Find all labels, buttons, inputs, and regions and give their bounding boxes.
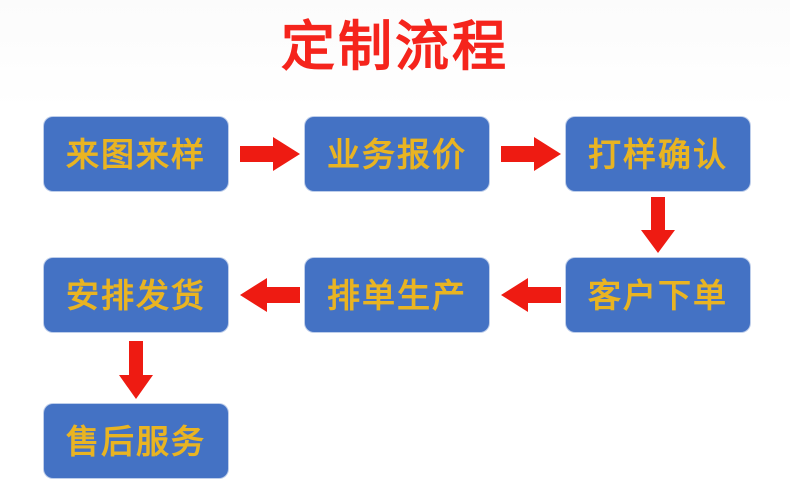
flow-node-pai-dan-sheng-chan[interactable]: 排单生产	[305, 258, 489, 332]
flow-node-da-yang-que-ren[interactable]: 打样确认	[566, 117, 750, 191]
flow-node-ye-wu-bao-jia[interactable]: 业务报价	[305, 117, 489, 191]
arrow-down-icon	[641, 197, 675, 253]
arrow-left-icon	[501, 278, 561, 312]
arrow-right-icon	[240, 137, 300, 171]
flow-node-ke-hu-xia-dan[interactable]: 客户下单	[566, 258, 750, 332]
arrow-down-icon	[119, 341, 153, 399]
arrow-left-icon	[240, 278, 300, 312]
arrow-right-icon	[501, 137, 561, 171]
flow-node-lai-tu-lai-yang[interactable]: 来图来样	[44, 117, 228, 191]
flow-node-shou-hou-fu-wu[interactable]: 售后服务	[44, 404, 228, 478]
page-title: 定制流程	[281, 15, 509, 78]
flow-node-an-pai-fa-huo[interactable]: 安排发货	[44, 258, 228, 332]
